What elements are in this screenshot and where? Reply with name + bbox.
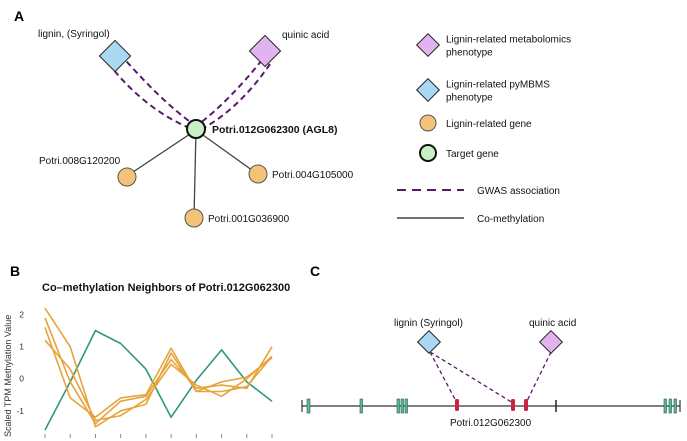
legend-diamond-swatch	[415, 32, 441, 58]
legend-item: Co-methylation	[397, 214, 544, 225]
exon-block	[663, 398, 667, 414]
legend-circle-swatch	[419, 114, 437, 132]
snp-marker	[511, 399, 515, 411]
gene2-node	[248, 164, 268, 184]
gwas-edge-lignin	[107, 62, 193, 130]
series-line-2	[44, 307, 273, 428]
gene1-node	[117, 167, 137, 187]
panel-a-letter: A	[14, 8, 24, 24]
legend-item: GWAS association	[397, 186, 560, 197]
y-tick-label: 1	[19, 342, 24, 352]
y-tick-label: 2	[19, 310, 24, 320]
x-axis-ticks	[44, 434, 273, 438]
y-axis-label: Scaled TPM Methylation Value	[3, 315, 13, 437]
legend-label: Lignin-related pyMBMS	[446, 80, 550, 91]
legend-label: Co-methylation	[477, 214, 544, 225]
legend-label: phenotype	[446, 93, 493, 104]
quinic-node-label: quinic acid	[282, 30, 329, 41]
legend-label: Target gene	[446, 149, 499, 160]
series-line-5	[44, 339, 273, 422]
panel-c-letter: C	[310, 263, 320, 279]
snp-marker	[524, 399, 528, 411]
y-tick-label: -1	[16, 406, 24, 416]
series-line-1	[44, 329, 273, 431]
assoc-line-lignin-1	[429, 351, 458, 404]
legend-label: Lignin-related gene	[446, 119, 532, 130]
chart-title: Co–methylation Neighbors of Potri.012G06…	[42, 282, 290, 294]
genome-lignin-label: lignin (Syringol)	[394, 318, 463, 329]
legend-item: Lignin-related metabolomics phenotype	[415, 32, 571, 59]
target-gene-node	[186, 119, 206, 139]
exon-block	[306, 398, 311, 414]
legend: Lignin-related metabolomicsphenotypeLign…	[397, 32, 571, 225]
gene1-node-label: Potri.008G120200	[39, 156, 121, 167]
assoc-line-quinic	[525, 351, 552, 404]
chart-series	[44, 307, 273, 431]
legend-item: Lignin-related gene	[419, 114, 532, 132]
methylation-chart: Co–methylation Neighbors of Potri.012G06…	[3, 282, 290, 438]
legend-target-swatch	[419, 144, 437, 162]
quinic-acid-node	[248, 34, 282, 68]
gene3-node-label: Potri.001G036900	[208, 214, 290, 225]
legend-label: phenotype	[446, 48, 493, 59]
snp-marker	[455, 399, 459, 411]
genome-track: lignin (Syringol) quinic acid Potri.012G…	[301, 318, 681, 429]
quinic-diamond	[538, 329, 564, 355]
lignin-diamond	[416, 329, 442, 355]
exon-block	[668, 398, 672, 414]
series-line-4	[44, 327, 273, 419]
gwas-edge-lignin-2	[119, 53, 194, 125]
y-tick-label: 0	[19, 374, 24, 384]
legend-diamond-swatch	[415, 77, 441, 103]
network-diagram: lignin, (Syringol) quinic acid Potri.012…	[38, 29, 354, 228]
genome-gene-label: Potri.012G062300	[450, 418, 532, 429]
exon-block	[673, 398, 677, 414]
genome-quinic-label: quinic acid	[529, 318, 576, 329]
gwas-edge-quinic	[198, 59, 263, 125]
comethyl-edge-gene3	[193, 129, 197, 218]
gene3-node	[184, 208, 204, 228]
panel-b-letter: B	[10, 263, 20, 279]
exon-block	[404, 398, 408, 414]
exon-block	[396, 398, 400, 414]
exon-block	[400, 398, 404, 414]
comethyl-edge-gene2	[195, 129, 257, 174]
exon-block	[359, 398, 363, 414]
lignin-node-label: lignin, (Syringol)	[38, 29, 110, 40]
target-node-label: Potri.012G062300 (AGL8)	[212, 124, 337, 136]
assoc-line-lignin-2	[429, 351, 514, 404]
lignin-pymbms-node	[98, 39, 132, 73]
legend-item: Target gene	[419, 144, 499, 162]
legend-label: Lignin-related metabolomics	[446, 35, 571, 46]
comethyl-edge-gene1	[126, 129, 197, 177]
legend-label: GWAS association	[477, 186, 560, 197]
y-axis-ticks: 2 1 0 -1	[16, 310, 24, 416]
gene2-node-label: Potri.004G105000	[272, 170, 354, 181]
legend-item: Lignin-related pyMBMS phenotype	[415, 77, 550, 104]
gwas-edge-quinic-2	[201, 63, 271, 130]
